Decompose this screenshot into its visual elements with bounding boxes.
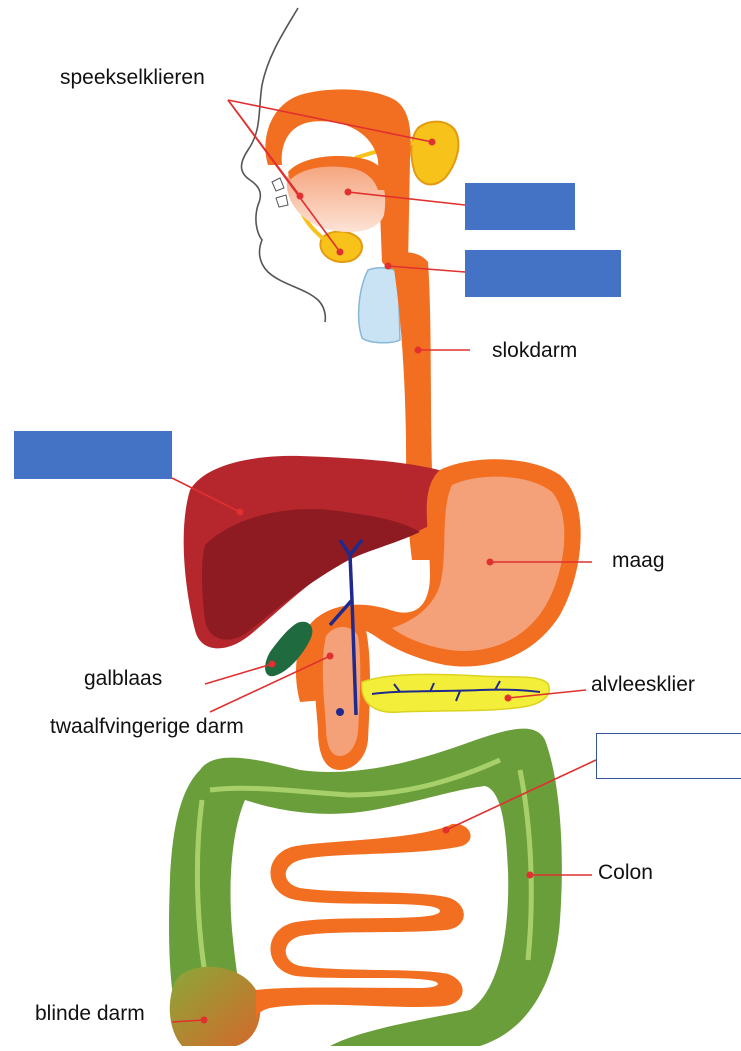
- label-salivary-glands: speekselklieren: [60, 67, 205, 88]
- answer-box-liver[interactable]: [14, 431, 172, 479]
- label-gallbladder: galblaas: [84, 668, 162, 689]
- label-colon: Colon: [598, 862, 653, 883]
- answer-box-small-intestine[interactable]: [596, 733, 741, 779]
- leader-salivary-3: [228, 100, 340, 252]
- leader-salivary-1: [228, 100, 432, 142]
- label-cecum: blinde darm: [35, 1003, 145, 1024]
- label-duodenum: twaalfvingerige darm: [50, 716, 244, 737]
- leader-pancreas: [508, 690, 586, 698]
- label-pancreas: alvleesklier: [591, 674, 695, 695]
- label-esophagus: slokdarm: [492, 340, 577, 361]
- leader-gallbladder: [205, 664, 272, 684]
- leader-box-4: [446, 760, 596, 830]
- label-stomach: maag: [612, 550, 665, 571]
- answer-box-mouth[interactable]: [465, 183, 575, 230]
- leader-box-3: [172, 478, 240, 512]
- leader-box-1: [348, 192, 465, 205]
- leader-cecum: [172, 1020, 204, 1022]
- answer-box-pharynx[interactable]: [465, 250, 621, 297]
- leader-box-2: [388, 266, 465, 272]
